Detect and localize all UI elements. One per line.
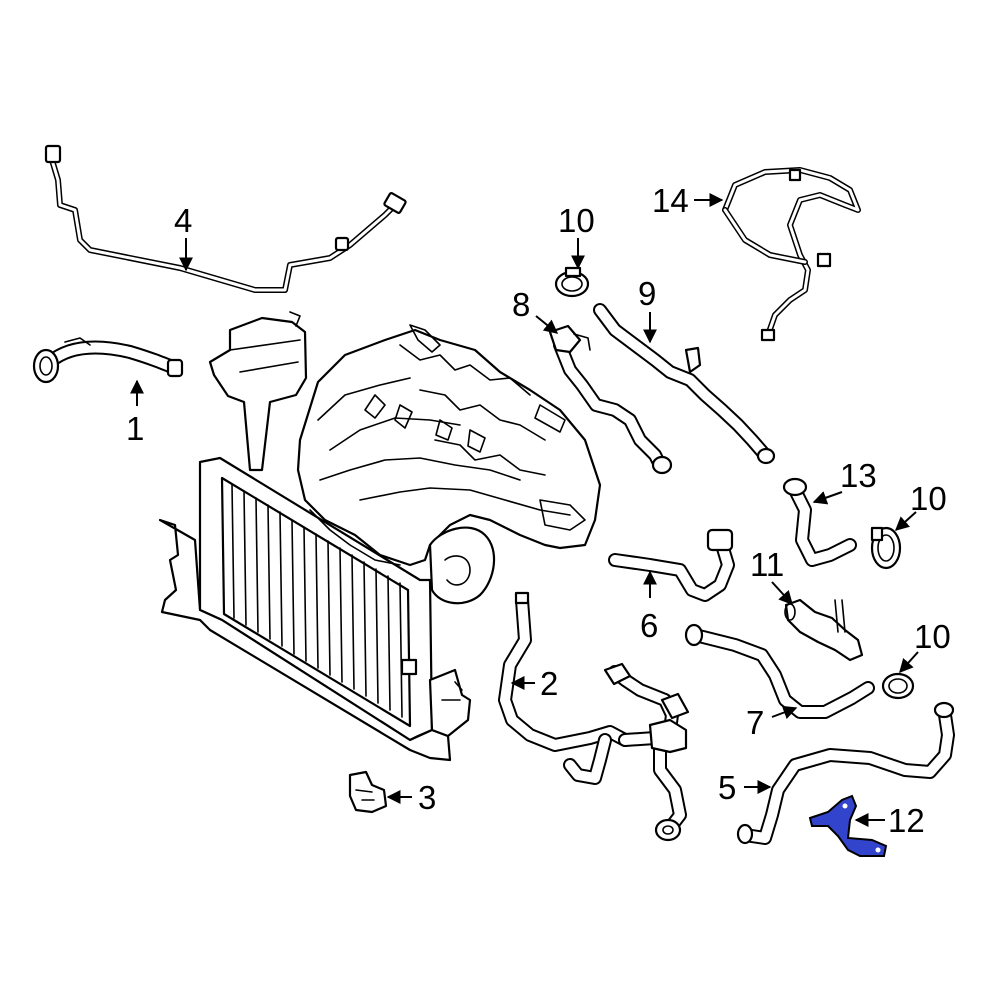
part-1-radiator-hose[interactable] <box>32 337 184 384</box>
callouts: 1 2 3 4 5 6 7 8 9 10 10 10 11 <box>126 182 951 839</box>
callout-10-middle: 10 <box>910 480 947 517</box>
callout-5: 5 <box>718 769 736 806</box>
part-4-wire-harness[interactable] <box>44 144 407 293</box>
callout-4: 4 <box>174 202 192 239</box>
callout-8: 8 <box>512 286 530 323</box>
part-5-hose[interactable] <box>736 701 955 845</box>
callout-11: 11 <box>750 546 784 583</box>
callout-13: 13 <box>840 457 877 494</box>
part-12-bracket[interactable] <box>808 794 888 857</box>
engine-block <box>296 324 602 605</box>
part-10-clamp-top[interactable] <box>554 266 590 298</box>
part-3-sensor-bracket[interactable] <box>348 770 388 814</box>
callout-3: 3 <box>418 779 436 816</box>
part-7-hose[interactable] <box>684 623 875 719</box>
callout-6: 6 <box>640 607 658 644</box>
callout-12: 12 <box>888 802 925 839</box>
radiator-assembly <box>158 311 472 762</box>
callout-2: 2 <box>540 665 558 702</box>
part-14-wire-harness[interactable] <box>722 167 861 342</box>
part-9-coolant-pipe[interactable] <box>593 303 776 465</box>
part-11-connector[interactable] <box>784 598 864 662</box>
part-8-coolant-pipe[interactable] <box>548 324 673 475</box>
callout-9: 9 <box>638 275 656 312</box>
callout-14: 14 <box>652 182 689 219</box>
callout-10-bottom: 10 <box>914 618 951 655</box>
callout-7: 7 <box>746 704 764 741</box>
callout-10-top: 10 <box>558 202 595 239</box>
part-6-hose[interactable] <box>608 528 735 602</box>
callout-1: 1 <box>126 410 144 447</box>
part-13-hose[interactable] <box>782 477 857 567</box>
part-2-lower-hose[interactable] <box>498 591 690 842</box>
part-10-clamp-middle[interactable] <box>870 526 902 570</box>
part-10-clamp-bottom[interactable] <box>881 672 915 700</box>
